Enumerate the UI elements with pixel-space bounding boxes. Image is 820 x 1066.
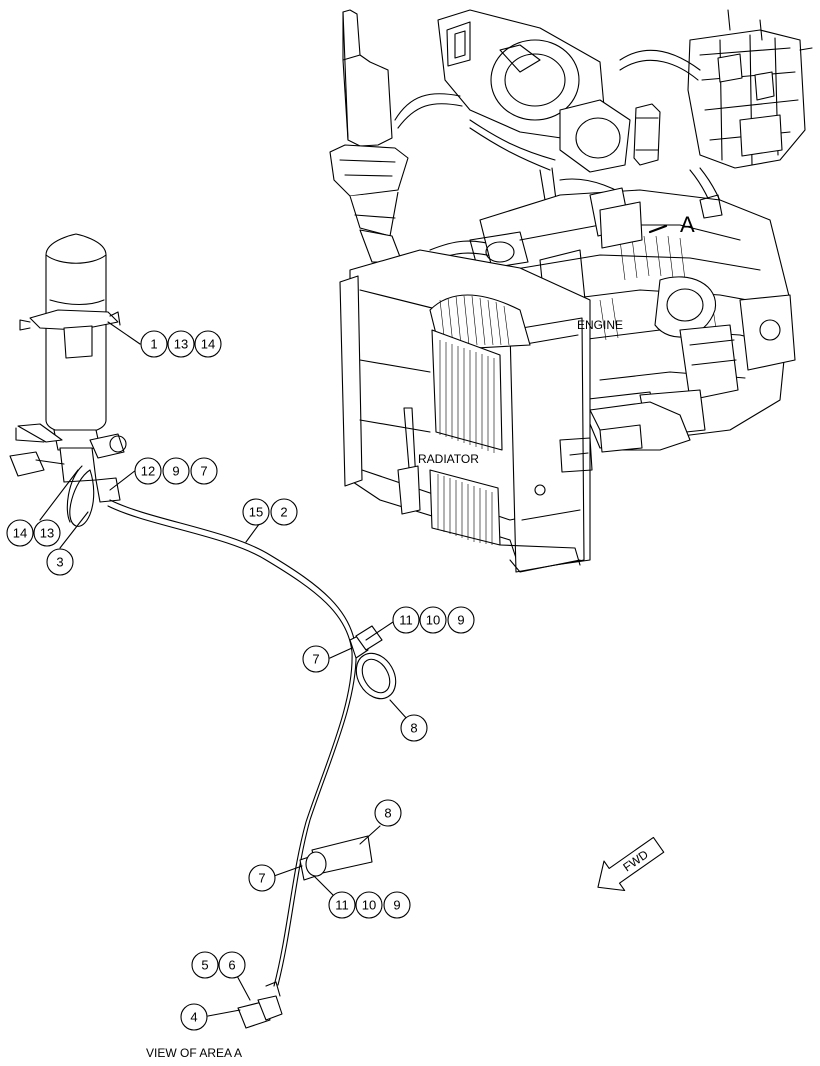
- callout-1-13-14: 1 13 14: [140, 330, 222, 358]
- callout-number: 14: [13, 526, 27, 541]
- engine-assembly-illustration: ENGINE RADIATOR A: [329, 9, 813, 573]
- callout-7-upper: 7: [302, 645, 330, 673]
- callout-number: 7: [200, 464, 207, 479]
- engine-label: ENGINE: [577, 318, 623, 332]
- engine-block: [469, 187, 796, 449]
- air-cleaner: [437, 9, 661, 173]
- callout-number: 8: [410, 721, 417, 736]
- tank-cylinder: [9, 233, 127, 527]
- callout-8-upper: 8: [400, 714, 428, 742]
- hose-clamp-lower: [299, 835, 373, 881]
- area-a-marker: A: [680, 212, 695, 237]
- callout-number: 7: [312, 652, 319, 667]
- callout-number: 13: [40, 526, 54, 541]
- callout-3: 3: [46, 548, 74, 576]
- callout-number: 9: [393, 898, 400, 913]
- callout-number: 13: [174, 337, 188, 352]
- callout-14-13: 14 13: [6, 519, 61, 547]
- hose-clamp-upper: [349, 625, 397, 700]
- callout-5-6: 5 6: [191, 951, 246, 979]
- elbow-fitting: [237, 981, 283, 1029]
- callout-number: 14: [201, 337, 215, 352]
- area-a-leader: [648, 224, 668, 234]
- callout-number: 12: [141, 464, 155, 479]
- callout-15-2: 15 2: [242, 498, 298, 526]
- fwd-arrow-icon: [597, 836, 665, 892]
- callout-number: 11: [335, 898, 349, 913]
- callout-number: 7: [258, 871, 265, 886]
- lower-chassis: [509, 401, 691, 573]
- valve-bracket: [687, 9, 813, 169]
- callout-number: 2: [280, 505, 287, 520]
- radiator-label: RADIATOR: [418, 452, 479, 466]
- exhaust-stack: [329, 9, 409, 263]
- callout-number: 8: [384, 806, 391, 821]
- forward-direction-arrow: FWD: [597, 836, 665, 892]
- callout-number: 5: [201, 958, 208, 973]
- callout-number: 9: [172, 464, 179, 479]
- callout-11-10-9-upper: 11 10 9: [392, 606, 475, 634]
- callout-number: 3: [56, 555, 63, 570]
- callout-7-lower: 7: [248, 864, 276, 892]
- callout-number: 9: [457, 613, 464, 628]
- radiator-frame: [339, 249, 591, 573]
- callout-number: 6: [228, 958, 235, 973]
- callout-11-10-9-lower: 11 10 9: [328, 891, 411, 919]
- view-caption: VIEW OF AREA A: [146, 1046, 242, 1060]
- callout-8-lower: 8: [374, 799, 402, 827]
- area-a-detail-view: 1 13 14 12 9 7 14 13 3 15 2 11 10 9: [6, 233, 475, 1060]
- callout-number: 1: [150, 337, 157, 352]
- callout-4: 4: [180, 1003, 208, 1031]
- callout-number: 4: [190, 1010, 197, 1025]
- hose-line: [107, 499, 357, 987]
- callout-number: 15: [249, 505, 263, 520]
- callout-12-9-7: 12 9 7: [134, 457, 218, 485]
- callout-number: 11: [399, 613, 413, 628]
- callout-number: 10: [362, 898, 376, 913]
- callout-number: 10: [426, 613, 440, 628]
